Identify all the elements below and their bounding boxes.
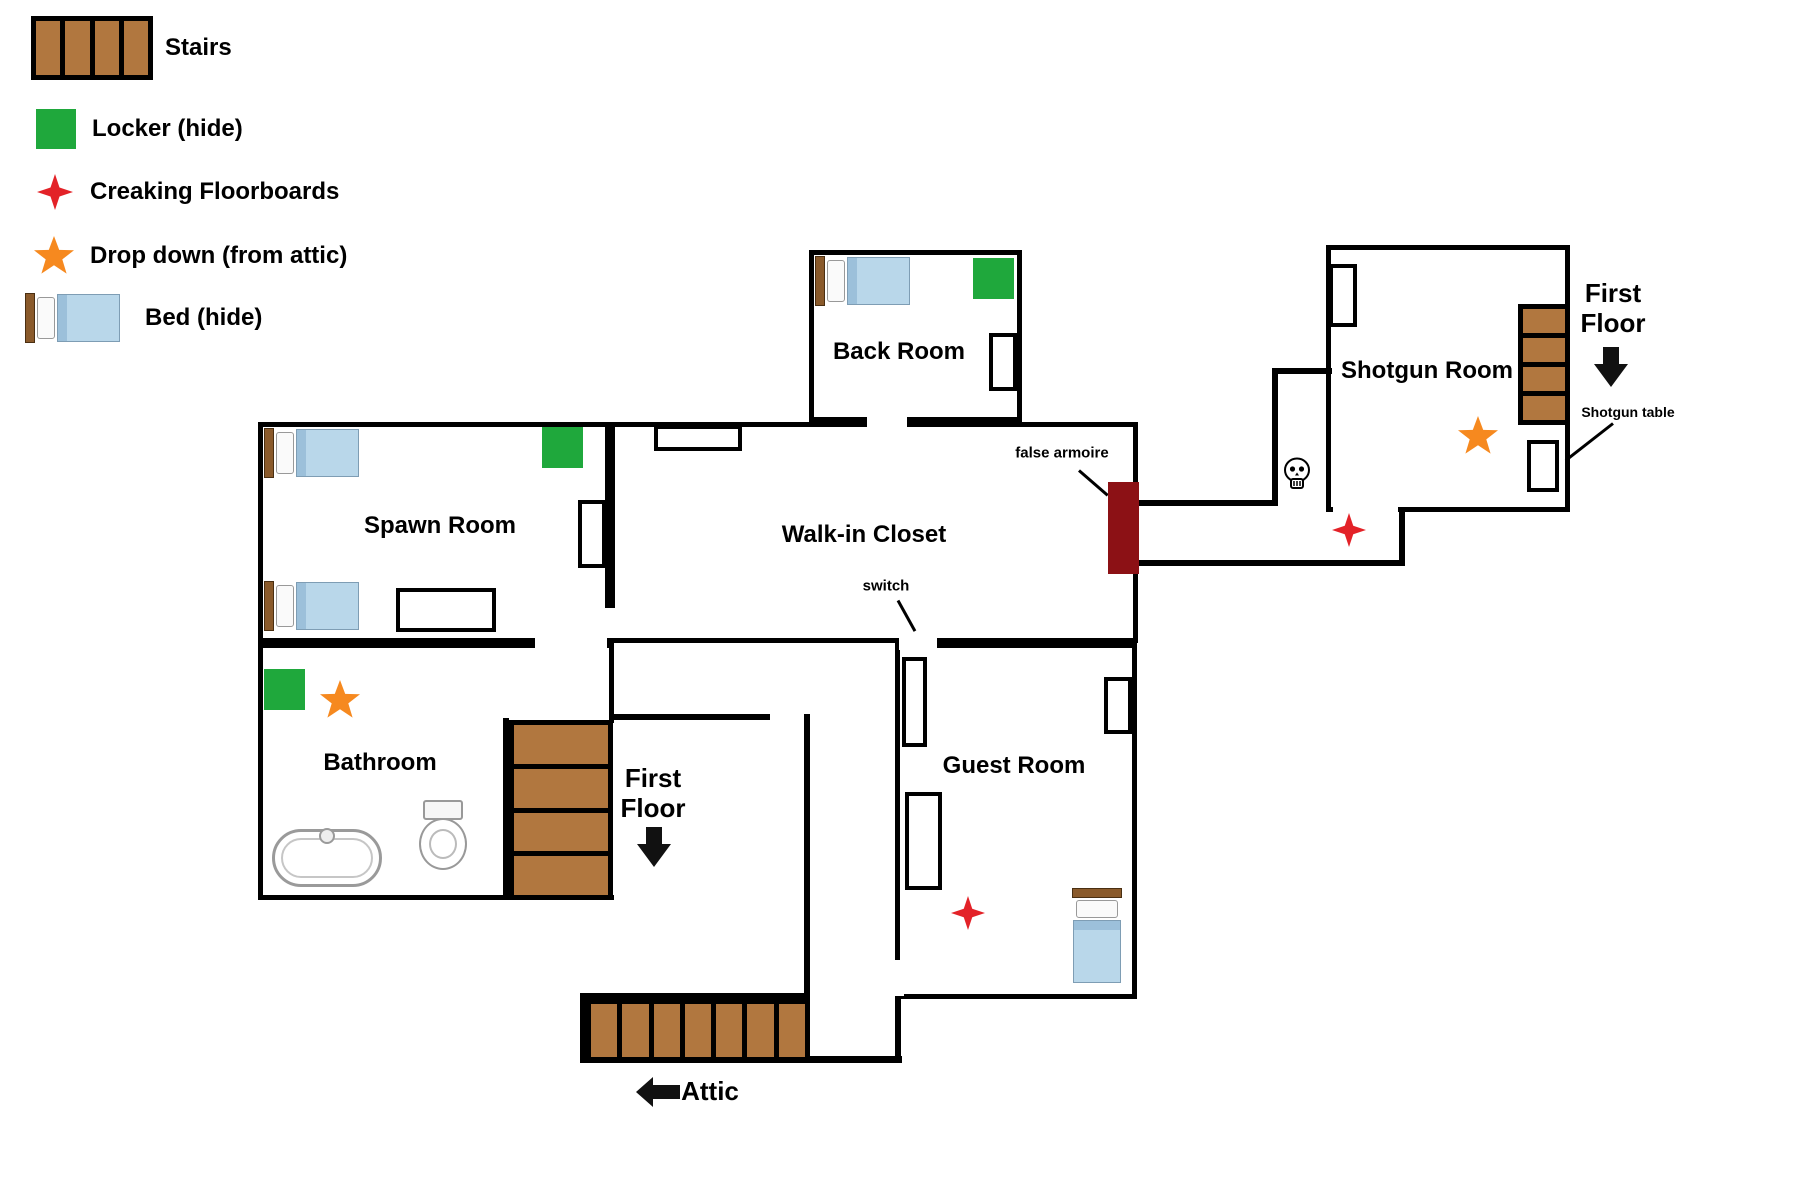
closet-window xyxy=(654,425,742,451)
skull-icon xyxy=(1280,455,1314,500)
legend-label-stairs: Stairs xyxy=(165,34,232,61)
toilet-icon xyxy=(417,800,469,870)
door-switch-gap xyxy=(899,636,937,650)
attic-left-arrow-icon xyxy=(636,1077,680,1112)
walk-in-closet-label: Walk-in Closet xyxy=(781,521,947,548)
shotgun-table-rect xyxy=(1527,440,1559,492)
hallway-left-wall xyxy=(804,714,810,999)
locker-icon xyxy=(36,109,76,149)
attic-label: Attic xyxy=(681,1076,739,1107)
attic-left-wall xyxy=(580,993,586,1063)
bed-blanket xyxy=(57,294,120,342)
shotgun-room-label: Shotgun Room xyxy=(1341,357,1513,384)
shotgun-first-floor-down-arrow-icon xyxy=(1594,347,1628,392)
alcove-left-wall xyxy=(1272,368,1278,506)
drop-down-icon xyxy=(33,235,75,280)
bathroom-label: Bathroom xyxy=(323,749,437,776)
first-floor-label-bathroom: First Floor xyxy=(620,763,686,823)
bathroom-drop-down-icon xyxy=(319,679,361,724)
false-armoire-icon xyxy=(1108,482,1139,574)
corridor-top-wall xyxy=(1138,500,1278,506)
corridor-bottom-wall xyxy=(1138,560,1405,566)
hallway-right-wall xyxy=(895,999,901,1062)
legend-label-drop-down: Drop down (from attic) xyxy=(90,242,348,269)
landing-top-wall xyxy=(614,714,770,720)
stairs-icon xyxy=(31,16,153,80)
bathtub-icon xyxy=(272,828,382,887)
attic-top-wall xyxy=(586,993,810,999)
corridor-right-wall xyxy=(1399,507,1405,566)
creaking-floorboards-icon xyxy=(37,174,73,215)
legend-label-locker: Locker (hide) xyxy=(92,115,243,142)
shotgun-stairs xyxy=(1518,304,1570,425)
spawn-table xyxy=(396,588,496,632)
bathroom-stairs xyxy=(509,720,613,900)
switch-label: switch xyxy=(862,577,910,595)
legend-label-creaking-floorboards: Creaking Floorboards xyxy=(90,178,340,205)
bathroom-stairs-wall xyxy=(503,718,509,900)
guest-creaking-floorboards-icon xyxy=(951,896,985,935)
spawn-room-label: Spawn Room xyxy=(363,512,517,539)
shotgun-window xyxy=(1329,264,1357,327)
back-room-label: Back Room xyxy=(832,338,966,365)
spawn-bed-bottom-icon xyxy=(264,581,360,631)
guest-bed-icon xyxy=(1072,888,1122,984)
bathroom-locker-icon xyxy=(264,669,305,710)
bed-icon xyxy=(25,293,121,343)
first-floor-down-arrow-icon xyxy=(637,827,671,872)
guest-room-label: Guest Room xyxy=(942,752,1086,779)
door-spawn-bathroom xyxy=(535,636,607,650)
shotgun-drop-down-icon xyxy=(1457,415,1499,460)
spawn-locker-icon xyxy=(542,427,583,468)
bed-headboard xyxy=(25,293,35,343)
legend-label-bed: Bed (hide) xyxy=(145,304,263,331)
first-floor-label-shotgun: First Floor xyxy=(1580,278,1646,338)
corridor-creaking-floorboards-icon xyxy=(1332,513,1366,552)
backroom-bed-icon xyxy=(815,256,911,306)
alcove-top-wall xyxy=(1272,368,1332,374)
door-corridor-shotgun xyxy=(1333,505,1398,514)
door-spawn-closet xyxy=(603,608,617,638)
backroom-locker-icon xyxy=(973,258,1014,299)
door-guest-hallway xyxy=(893,960,904,996)
guest-window-left xyxy=(902,657,927,747)
spawn-window xyxy=(578,500,606,568)
guest-dresser xyxy=(905,792,942,890)
false-armoire-label: false armoire xyxy=(1015,444,1109,462)
door-backroom-closet xyxy=(867,415,907,429)
bed-pillow xyxy=(37,297,55,339)
backroom-window xyxy=(989,333,1017,391)
spawn-bed-top-icon xyxy=(264,428,360,478)
guest-window-right xyxy=(1104,677,1132,734)
shotgun-table-label: Shotgun table xyxy=(1581,404,1675,420)
attic-stairs xyxy=(586,999,810,1062)
shotgun-table-pointer-line xyxy=(1564,422,1614,462)
